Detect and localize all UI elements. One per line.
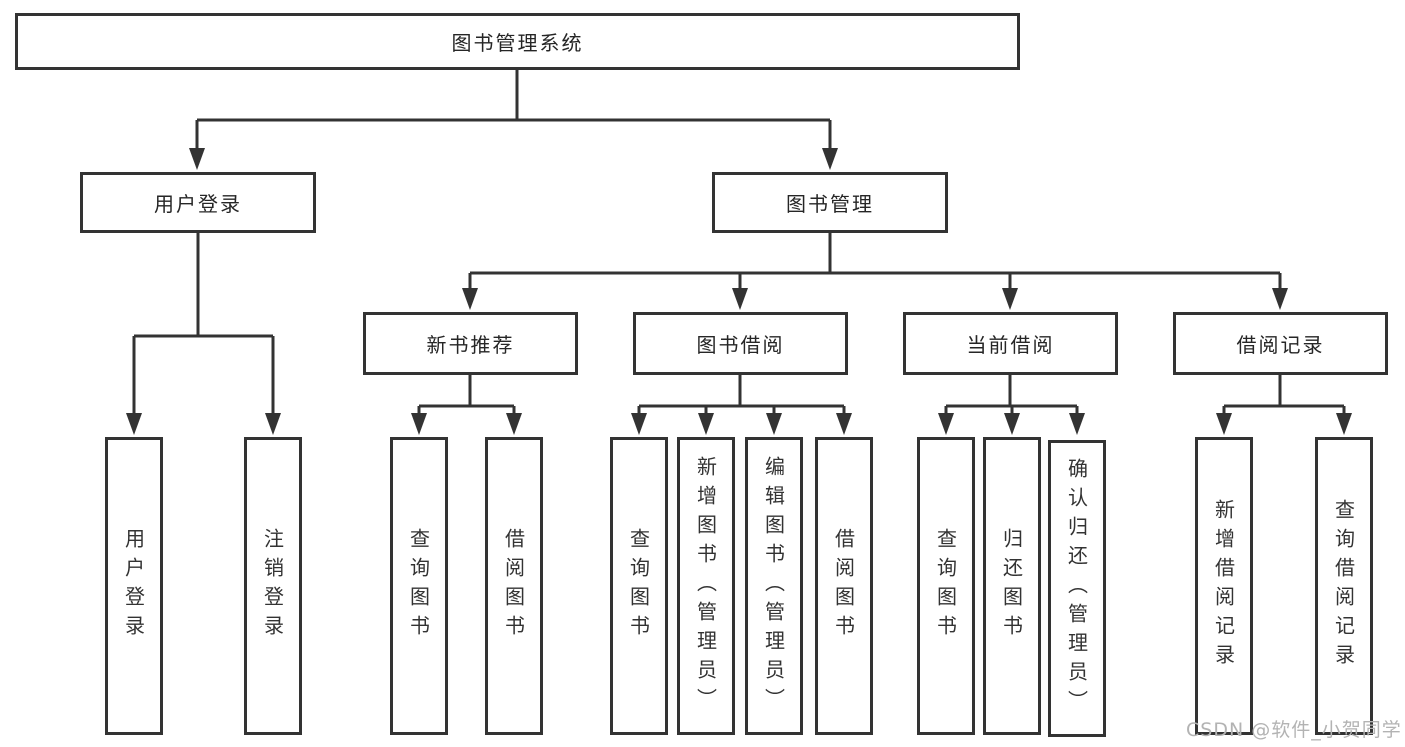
node-current-borrow-label: 当前借阅 (966, 333, 1055, 357)
leaf-add-borrow-record-label: 新增借阅记录 (1211, 499, 1236, 673)
node-user-login-label: 用户登录 (154, 192, 242, 216)
node-user-login: 用户登录 (80, 172, 316, 233)
leaf-query-books-current: 查询图书 (917, 437, 975, 735)
leaf-add-book-admin-label: 新增图书（管理员） (693, 455, 718, 717)
leaf-return-books: 归还图书 (983, 437, 1041, 735)
leaf-borrow-books-recommend: 借阅图书 (485, 437, 543, 735)
leaf-query-borrow-record: 查询借阅记录 (1315, 437, 1373, 735)
node-borrow-records: 借阅记录 (1173, 312, 1388, 375)
leaf-borrow-books-recommend-label: 借阅图书 (501, 528, 526, 644)
csdn-watermark: CSDN @软件_小贺同学 (1186, 719, 1402, 741)
leaf-borrow-books: 借阅图书 (815, 437, 873, 735)
leaf-query-books-current-label: 查询图书 (933, 528, 958, 644)
node-book-management: 图书管理 (712, 172, 948, 233)
leaf-query-borrow-record-label: 查询借阅记录 (1331, 499, 1356, 673)
leaf-borrow-books-label: 借阅图书 (831, 528, 856, 644)
node-book-borrow-label: 图书借阅 (696, 333, 785, 357)
leaf-query-books-borrow: 查询图书 (610, 437, 668, 735)
leaf-add-book-admin: 新增图书（管理员） (677, 437, 735, 735)
leaf-edit-book-admin-label: 编辑图书（管理员） (761, 455, 786, 717)
node-current-borrow: 当前借阅 (903, 312, 1118, 375)
leaf-logout-label: 注销登录 (260, 528, 285, 644)
node-root-system: 图书管理系统 (15, 13, 1020, 70)
node-new-book-recommend-label: 新书推荐 (426, 333, 515, 357)
leaf-edit-book-admin: 编辑图书（管理员） (745, 437, 803, 735)
arrowheads (126, 148, 1352, 435)
leaf-confirm-return-admin-label: 确认归还（管理员） (1064, 458, 1089, 719)
leaf-confirm-return-admin: 确认归还（管理员） (1048, 440, 1106, 737)
node-book-management-label: 图书管理 (786, 192, 874, 216)
node-root-label: 图书管理系统 (451, 31, 584, 55)
node-new-book-recommend: 新书推荐 (363, 312, 578, 375)
leaf-add-borrow-record: 新增借阅记录 (1195, 437, 1253, 735)
leaf-logout: 注销登录 (244, 437, 302, 735)
leaf-user-login: 用户登录 (105, 437, 163, 735)
leaf-query-books-borrow-label: 查询图书 (626, 528, 651, 644)
node-borrow-records-label: 借阅记录 (1236, 333, 1325, 357)
leaf-user-login-label: 用户登录 (121, 528, 146, 644)
leaf-query-books-recommend: 查询图书 (390, 437, 448, 735)
leaf-return-books-label: 归还图书 (999, 528, 1024, 644)
node-book-borrow: 图书借阅 (633, 312, 848, 375)
leaf-query-books-recommend-label: 查询图书 (406, 528, 431, 644)
